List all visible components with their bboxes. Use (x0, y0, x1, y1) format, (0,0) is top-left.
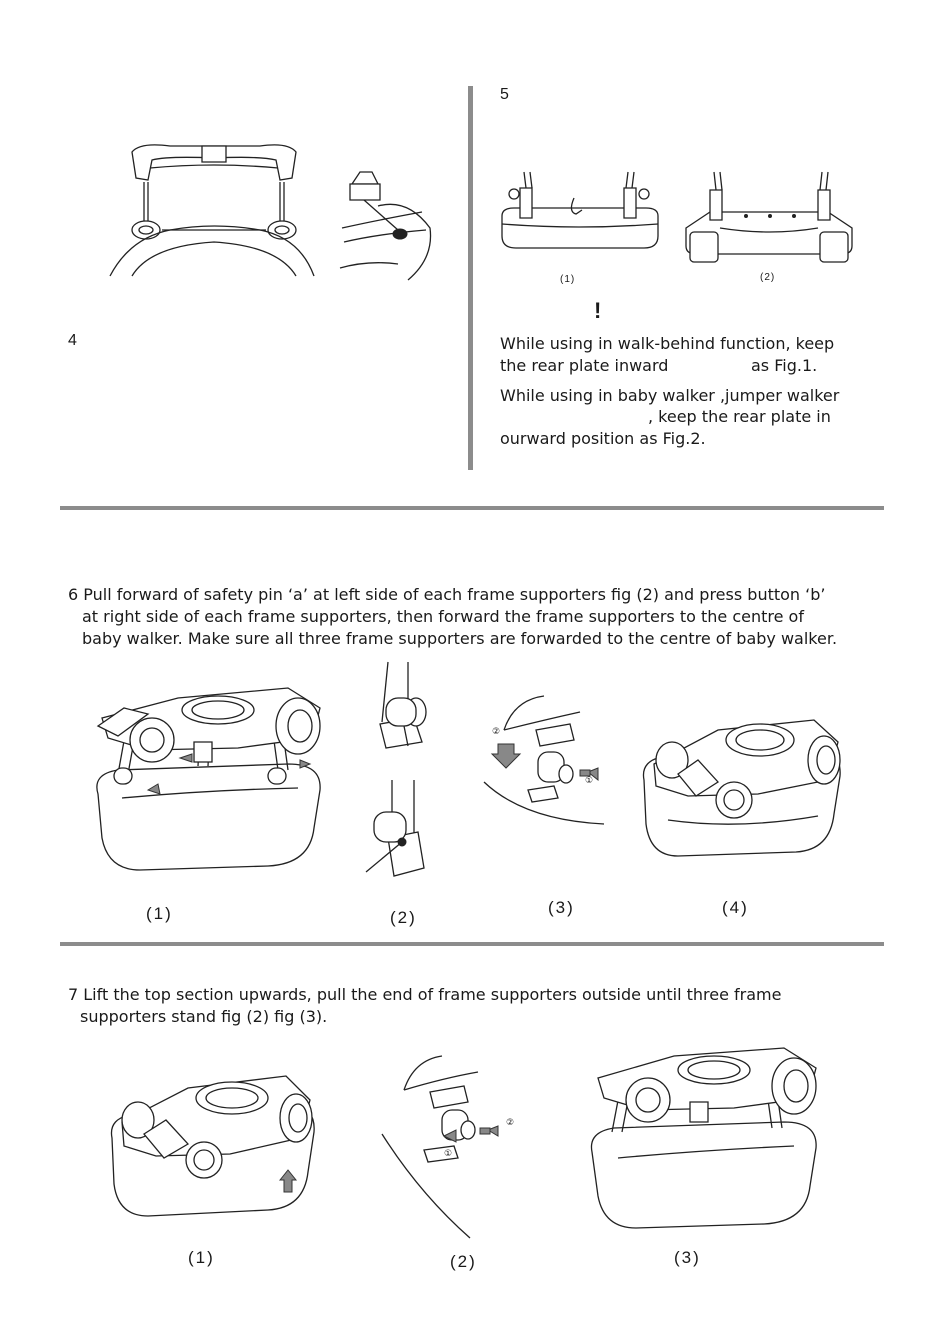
step-marker-1: ① (585, 776, 594, 786)
walker-folded-illustration (638, 690, 844, 860)
section-6-line2: at right side of each frame supporters, … (82, 607, 804, 626)
button-press-detail-illustration (484, 690, 610, 826)
warning-mark: ! (594, 298, 602, 323)
section-6-line3: baby walker. Make sure all three frame s… (82, 629, 838, 648)
rear-plate-inward-illustration (498, 172, 662, 256)
section-4-number: 4 (68, 332, 77, 349)
fig-7-1-caption: (1) (188, 1248, 215, 1267)
section-5-number: 5 (500, 86, 509, 103)
section-5-para1-line2a: the rear plate inward (500, 356, 669, 375)
fig-2-caption: (2) (760, 272, 776, 283)
fig-6-3-caption: (3) (548, 898, 575, 917)
step-marker-2-s7: ② (506, 1118, 515, 1128)
section-5-para2-line1: While using in baby walker ,jumper walke… (500, 386, 840, 405)
section-5-para2-line2: , keep the rear plate in (648, 407, 831, 426)
walker-standing-illustration (88, 678, 328, 872)
step-marker-1-s7: ① (444, 1149, 453, 1159)
rear-plate-outward-illustration (676, 172, 862, 268)
step-marker-2: ② (492, 727, 501, 737)
walker-folded-lift-illustration (104, 1054, 318, 1222)
section-5-para1-line2b: as Fig.1. (751, 356, 818, 375)
section-divider-top (60, 506, 884, 510)
frame-pull-detail-illustration (380, 1054, 520, 1238)
fig-6-4-caption: (4) (722, 898, 749, 917)
section-5-para1-line1: While using in walk-behind function, kee… (500, 334, 835, 353)
section-7-line1: 7 Lift the top section upwards, pull the… (68, 985, 782, 1004)
section-7-line2: supporters stand fig (2) fig (3). (80, 1007, 328, 1026)
column-divider (468, 86, 473, 470)
fig-6-2-caption: (2) (390, 908, 417, 927)
fig-7-2-caption: (2) (450, 1252, 477, 1271)
section-divider-bottom (60, 942, 884, 946)
walker-standing-final-illustration (584, 1040, 824, 1232)
fig-6-1-caption: (1) (146, 904, 173, 923)
knob-detail-illustration (338, 168, 434, 280)
section-5-para2-line3: ourward position as Fig.2. (500, 429, 706, 448)
handle-attachment-illustration (110, 138, 320, 278)
safety-pin-detail-illustration (362, 662, 448, 884)
fig-1-caption: (1) (560, 274, 576, 285)
fig-7-3-caption: (3) (674, 1248, 701, 1267)
section-6-line1: 6 Pull forward of safety pin ‘a’ at left… (68, 585, 826, 604)
